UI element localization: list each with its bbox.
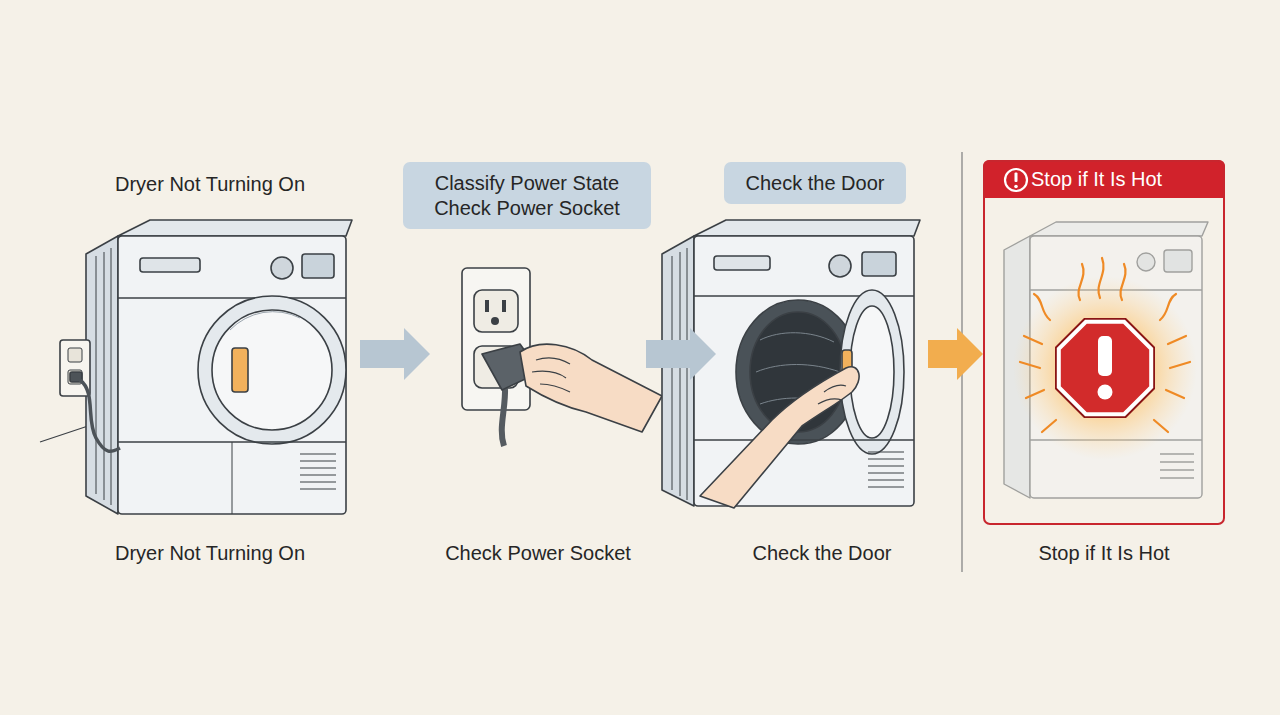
step-caption: Check the Door xyxy=(753,541,892,566)
step-heading: Dryer Not Turning On xyxy=(115,172,305,197)
step-badge: Classify Power State Check Power Socket xyxy=(403,162,651,229)
badge-text: Check the Door xyxy=(746,171,885,196)
step-panel: Check Power Socket xyxy=(430,240,646,570)
step-panel: Check the Door xyxy=(716,240,928,570)
step-badge: Check the Door xyxy=(724,162,906,204)
step-caption: Dryer Not Turning On xyxy=(115,541,305,566)
warning-box: Stop if It Is HotStop if It Is Hot xyxy=(983,160,1225,525)
step-panel: Dryer Not Turning On Dryer Not Turning On xyxy=(60,168,360,568)
warning-header: Stop if It Is Hot xyxy=(1031,167,1162,192)
step-caption: Check Power Socket xyxy=(445,541,631,566)
socket-drawing xyxy=(462,268,662,446)
flow-arrow xyxy=(360,328,430,380)
hot-dryer-drawing xyxy=(983,160,1225,498)
dryer-drawing xyxy=(40,220,352,514)
flow-arrow xyxy=(646,328,716,380)
step-caption: Stop if It Is Hot xyxy=(1038,541,1169,566)
flow-arrow xyxy=(928,328,983,380)
badge-text: Classify Power State Check Power Socket xyxy=(413,171,641,221)
